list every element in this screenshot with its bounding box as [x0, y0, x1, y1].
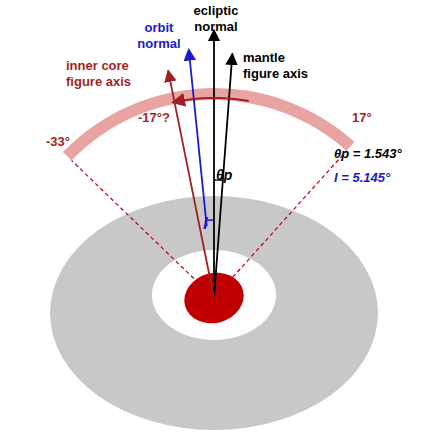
- value-label: θp = 1.543°: [334, 146, 426, 162]
- angle-label: 17°: [352, 110, 392, 126]
- axis-label: inner core figure axis: [66, 58, 146, 90]
- orbit-axis: [189, 49, 207, 226]
- axis-label: mantle figure axis: [243, 50, 315, 82]
- axis-label: orbit normal: [132, 20, 186, 52]
- symbol-label: θp: [216, 167, 240, 184]
- angle-label: -33°: [46, 134, 86, 150]
- range-line: [233, 151, 347, 277]
- range-line: [72, 160, 194, 278]
- value-label: I = 5.145°: [334, 170, 426, 186]
- symbol-label: I: [203, 214, 217, 234]
- rotation-arrow: [172, 98, 248, 102]
- angle-label: -17°?: [138, 110, 178, 126]
- ecliptic-axis: [213, 30, 215, 298]
- axis-label: ecliptic normal: [186, 3, 246, 35]
- inner-core-axis: [168, 71, 214, 298]
- range-band: [63, 88, 355, 160]
